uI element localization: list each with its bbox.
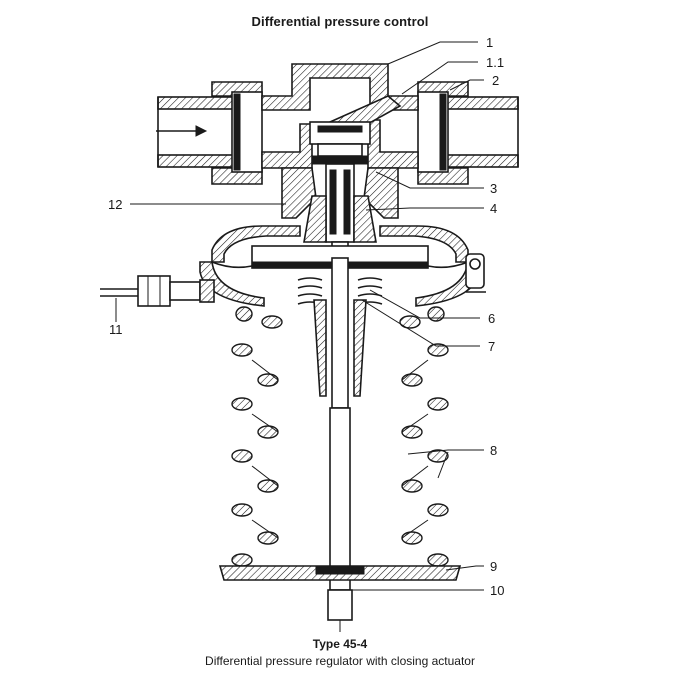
spring-coil-link <box>251 465 429 487</box>
spring-coil-section <box>401 531 423 545</box>
spring-coil-section <box>427 449 449 463</box>
callout-6: 6 <box>488 311 495 326</box>
spring-coil-section <box>231 503 253 517</box>
control-line-connector <box>100 275 215 307</box>
actuator-upper-housing-left <box>211 225 301 263</box>
body-lower-right <box>363 167 399 219</box>
spring-coil-section <box>231 553 253 567</box>
callout-1-1: 1.1 <box>486 55 504 70</box>
callout-2: 2 <box>492 73 499 88</box>
caption-description: Differential pressure regulator with clo… <box>205 654 475 668</box>
spring-coil-section <box>231 343 253 357</box>
spring-coil-section <box>427 343 449 357</box>
callout-9: 9 <box>490 559 497 574</box>
callout-leaders <box>115 41 484 591</box>
callout-10: 10 <box>490 583 504 598</box>
pipe-right-upper-wall <box>437 96 519 110</box>
spring-coil-section <box>231 449 253 463</box>
spring-coil-link <box>251 413 429 433</box>
body-lower-left <box>281 167 317 219</box>
pipe-left-upper-wall <box>157 96 239 110</box>
pipe-right-lower-wall <box>437 154 519 168</box>
spring-coil-link <box>251 519 429 539</box>
spring-coil-section <box>257 425 279 439</box>
spring-coil-section <box>427 397 449 411</box>
body-left-web <box>261 123 313 169</box>
callout-4: 4 <box>490 201 497 216</box>
setpoint-spring <box>218 306 462 581</box>
flow-arrow-icon <box>195 125 208 137</box>
spring-coil-section <box>257 373 279 387</box>
spring-coil-section <box>257 479 279 493</box>
callout-8: 8 <box>490 443 497 458</box>
spring-coil-link <box>251 359 429 381</box>
valve-plug-assembly <box>303 121 377 259</box>
actuator-upper-housing-right <box>379 225 469 263</box>
spring-coil-section <box>401 373 423 387</box>
spring-coil-section <box>231 397 253 411</box>
caption-type: Type 45-4 <box>312 637 368 651</box>
body-right-web <box>367 119 419 169</box>
body-upper-shell <box>261 63 419 111</box>
diagram-title: Differential pressure control <box>251 14 429 29</box>
callout-3: 3 <box>490 181 497 196</box>
callout-11: 11 <box>109 322 123 337</box>
callout-7: 7 <box>488 339 495 354</box>
spring-coil-section <box>401 479 423 493</box>
spring-coil-section <box>401 425 423 439</box>
pipe-left-lower-wall <box>157 154 239 168</box>
spring-coil-section <box>427 503 449 517</box>
spring-coil-section <box>427 553 449 567</box>
spring-coil-section <box>257 531 279 545</box>
callout-1: 1 <box>486 35 493 50</box>
actuator-stem <box>313 257 367 632</box>
callout-12: 12 <box>108 197 122 212</box>
